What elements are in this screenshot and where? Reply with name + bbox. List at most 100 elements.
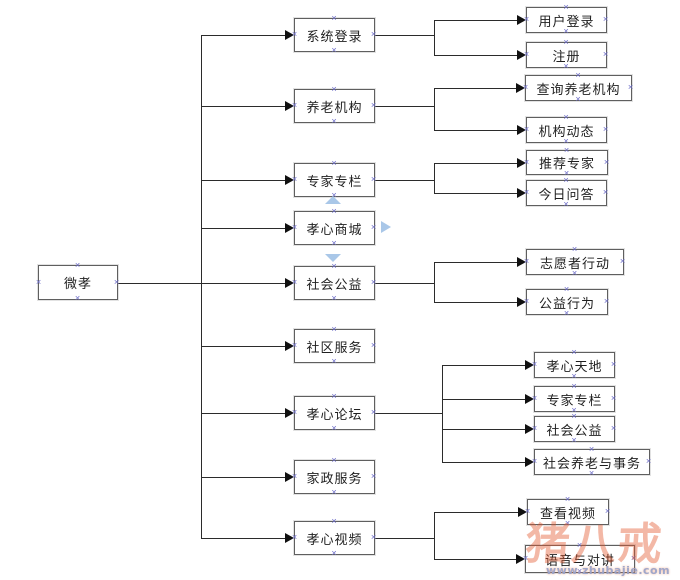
arrowhead	[516, 554, 525, 564]
node-register[interactable]: 注册✕✕✕✕	[523, 38, 610, 71]
connection-handle: ✕	[571, 372, 578, 381]
connector-line	[375, 283, 434, 284]
scroll-right-icon	[381, 221, 391, 233]
connection-handle: ✕	[576, 541, 584, 550]
connection-handle: ✕	[331, 159, 338, 168]
node-query-institutions[interactable]: 查询养老机构✕✕✕✕	[522, 71, 635, 104]
node-expert-column[interactable]: 专家专栏✕✕✕✕	[291, 159, 378, 200]
node-recommended-experts[interactable]: 推荐专家✕✕✕✕	[523, 146, 611, 178]
connection-handle: ✕	[604, 507, 612, 516]
arrowhead	[517, 188, 526, 198]
node-user-login[interactable]: 用户登录✕✕✕✕	[523, 3, 610, 36]
node-volunteer-action[interactable]: 志愿者行动✕✕✕✕	[523, 245, 627, 278]
connection-handle: ✕	[331, 262, 338, 271]
connection-handle: ✕	[627, 83, 635, 92]
connection-handle: ✕	[563, 309, 571, 318]
connection-handle: ✕	[571, 436, 578, 445]
connection-handle: ✕	[588, 469, 596, 478]
connection-handle: ✕	[619, 257, 627, 266]
node-elder-institutions[interactable]: 养老机构✕✕✕✕	[291, 85, 378, 126]
node-filial-mall[interactable]: 孝心商城✕✕✕✕	[291, 207, 378, 248]
connection-handle: ✕	[563, 27, 570, 36]
connection-handle: ✕	[571, 412, 578, 421]
connection-handle: ✕	[370, 341, 378, 350]
connection-handle: ✕	[602, 15, 610, 24]
connector-line	[201, 228, 285, 229]
connection-handle: ✕	[602, 50, 610, 59]
node-welfare-behavior[interactable]: 公益行为✕✕✕✕	[523, 285, 611, 318]
node-filial-forum[interactable]: 孝心论坛✕✕✕✕	[291, 392, 378, 433]
connection-handle: ✕	[564, 519, 572, 528]
connection-handle: ✕	[331, 424, 338, 433]
connection-handle: ✕	[571, 245, 579, 254]
connector-line	[434, 262, 518, 263]
arrowhead	[517, 158, 526, 168]
connection-handle: ✕	[331, 117, 338, 126]
connection-handle: ✕	[331, 46, 338, 55]
node-root[interactable]: 微孝✕✕✕✕	[35, 261, 121, 303]
node-social-welfare[interactable]: 社会公益✕✕✕✕	[291, 262, 378, 303]
connector-line	[434, 20, 518, 21]
connector-line	[442, 429, 526, 430]
connector-line	[201, 413, 285, 414]
node-system-login[interactable]: 系统登录✕✕✕✕	[291, 14, 378, 55]
arrowhead	[285, 472, 294, 482]
connector-line	[442, 399, 526, 400]
arrowhead	[525, 457, 534, 467]
connector-line	[434, 163, 518, 164]
connection-handle: ✕	[563, 137, 570, 146]
arrowhead	[285, 175, 294, 185]
connection-handle: ✕	[331, 549, 338, 558]
connection-handle: ✕	[331, 325, 338, 334]
connection-handle: ✕	[576, 567, 584, 576]
node-elder-care-affairs[interactable]: 社会养老与事务✕✕✕✕	[531, 445, 653, 478]
node-community-service[interactable]: 社区服务✕✕✕✕	[291, 325, 378, 366]
connection-handle: ✕	[603, 158, 611, 166]
node-forum-expert-column[interactable]: 专家专栏✕✕✕✕	[531, 382, 618, 415]
connection-handle: ✕	[610, 424, 618, 433]
connector-line	[434, 559, 517, 560]
scroll-up-icon	[325, 196, 341, 204]
connector-line	[434, 193, 518, 194]
connector-line	[375, 106, 434, 107]
connection-handle: ✕	[563, 62, 570, 71]
arrowhead	[517, 125, 526, 135]
connection-handle: ✕	[603, 297, 611, 306]
connector-line	[375, 180, 434, 181]
connection-handle: ✕	[571, 406, 578, 415]
node-forum-social-welfare[interactable]: 社会公益✕✕✕✕	[531, 412, 618, 445]
connection-handle: ✕	[331, 207, 338, 216]
node-voice-intercom[interactable]: 语音与对讲✕✕✕✕	[522, 541, 638, 576]
node-daily-qa[interactable]: 今日问答✕✕✕✕	[523, 176, 610, 209]
arrowhead	[285, 278, 294, 288]
connector-line	[434, 55, 518, 56]
arrowhead	[285, 408, 294, 418]
arrowhead	[518, 507, 527, 517]
arrowhead	[517, 15, 526, 25]
connection-handle: ✕	[602, 125, 610, 134]
connection-handle: ✕	[575, 95, 582, 104]
node-institution-news[interactable]: 机构动态✕✕✕✕	[523, 113, 610, 146]
node-watch-video[interactable]: 查看视频✕✕✕✕	[524, 495, 612, 528]
arrowhead	[285, 101, 294, 111]
connection-handle: ✕	[563, 169, 571, 178]
arrowhead	[517, 297, 526, 307]
connection-handle: ✕	[563, 146, 571, 155]
arrowhead	[516, 83, 525, 93]
node-filial-video[interactable]: 孝心视频✕✕✕✕	[291, 517, 378, 558]
connection-handle: ✕	[563, 113, 570, 122]
node-housekeeping-service[interactable]: 家政服务✕✕✕✕	[291, 456, 378, 497]
connection-handle: ✕	[645, 457, 653, 466]
connector-line	[201, 180, 285, 181]
connector-line	[375, 35, 434, 36]
node-filial-world[interactable]: 孝心天地✕✕✕✕	[531, 348, 618, 381]
arrowhead	[517, 257, 526, 267]
connector-line	[118, 283, 285, 284]
connection-handle: ✕	[564, 495, 572, 504]
connector-line	[434, 88, 435, 131]
connection-handle: ✕	[331, 357, 338, 366]
connection-handle: ✕	[610, 360, 618, 369]
connection-handle: ✕	[331, 456, 338, 465]
connection-handle: ✕	[563, 200, 570, 209]
